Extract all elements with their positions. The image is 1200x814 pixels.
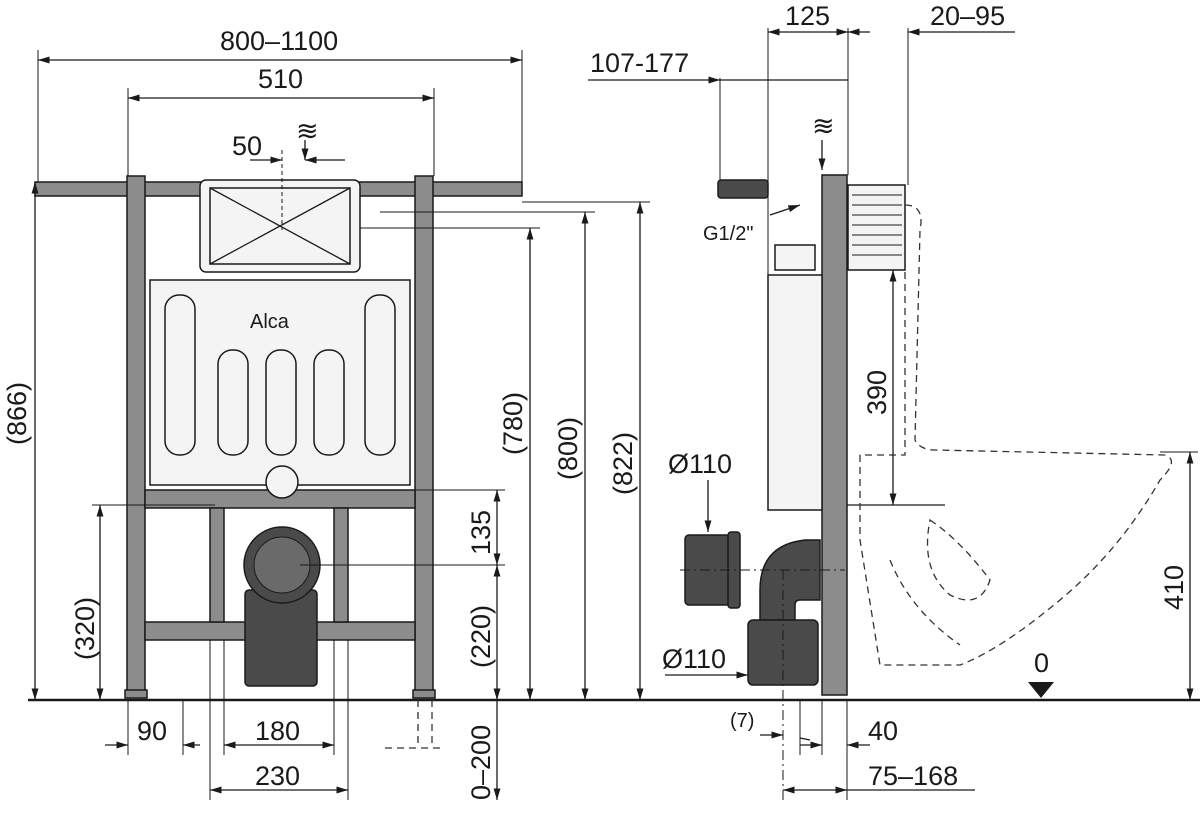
dim-90: 90 <box>137 716 167 746</box>
dim-125: 125 <box>785 1 830 31</box>
floor-level-marker-icon <box>1028 682 1054 698</box>
dim-frame-width: 510 <box>258 64 303 94</box>
front-view-frame <box>34 175 523 699</box>
side-view-frame <box>684 174 945 696</box>
heat-symbol-side-icon: ≋ <box>812 111 835 141</box>
floor-level-label: 0 <box>1034 648 1049 678</box>
thread-label: G1/2" <box>703 223 753 245</box>
dim-20-95: 20–95 <box>930 1 1005 31</box>
dim-height-780: (780) <box>498 392 528 455</box>
toilet-outline <box>859 204 1172 666</box>
dim-7: (7) <box>730 710 754 732</box>
dim-410: 410 <box>1159 565 1189 610</box>
dim-width-range: 800–1100 <box>220 26 338 56</box>
dim-220: (220) <box>466 605 496 668</box>
dim-height-822: (822) <box>608 432 638 495</box>
dim-135: 135 <box>466 510 496 555</box>
dim-107-177: 107-177 <box>590 48 689 78</box>
brand-logo: Alca <box>250 311 290 333</box>
dim-180: 180 <box>255 716 300 746</box>
dim-230: 230 <box>255 761 300 791</box>
dim-390: 390 <box>862 370 892 415</box>
heat-symbol-icon: ≋ <box>296 116 319 146</box>
dim-320: (320) <box>70 597 100 660</box>
dim-height-866: (866) <box>2 382 32 445</box>
dim-75-168: 75–168 <box>868 761 958 791</box>
pipe-diameter-upper: Ø110 <box>668 449 732 479</box>
pipe-diameter-lower: Ø110 <box>662 644 726 674</box>
dim-0-200: 0–200 <box>466 725 496 800</box>
dim-height-800: (800) <box>553 417 583 480</box>
dim-inlet-offset: 50 <box>232 131 262 161</box>
dim-40: 40 <box>868 716 898 746</box>
